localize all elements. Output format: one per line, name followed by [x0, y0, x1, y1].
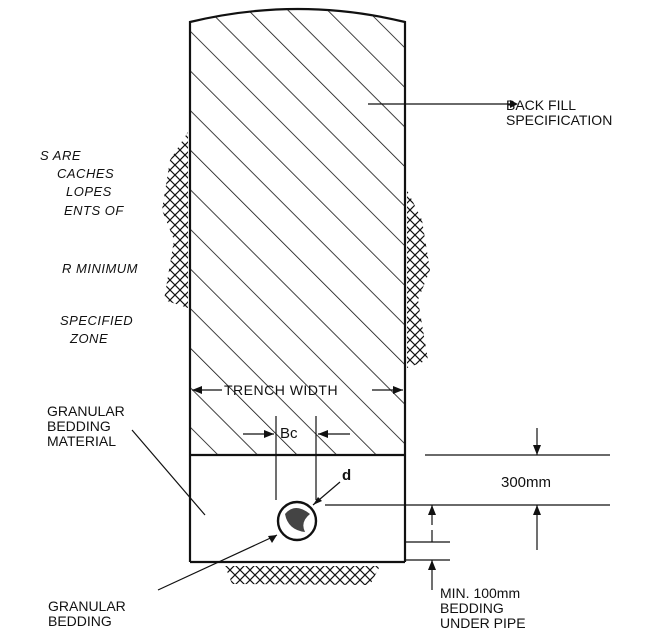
backfill-zone	[188, 7, 407, 455]
granular-bedding-material-label: GRANULAR BEDDING MATERIAL	[47, 403, 125, 449]
trench-width-label: TRENCH WIDTH	[224, 382, 339, 398]
bc-dimension	[243, 416, 350, 500]
bc-label: Bc	[280, 425, 298, 442]
bedding-zone	[188, 453, 407, 564]
native-soil-hatching	[162, 132, 430, 585]
note-text-1: S ARE	[40, 148, 82, 163]
pipe	[276, 500, 318, 542]
depth-dimensions	[325, 428, 610, 590]
note-text-7: ZONE	[70, 331, 109, 346]
note-text-3: LOPES	[66, 184, 112, 199]
pipe-diameter-label: d	[342, 467, 352, 484]
backfill-spec-label: BACK FILL SPECIFICATION	[506, 97, 613, 128]
trench-width-dimension	[192, 386, 403, 394]
note-text-5: R MINIMUM	[62, 261, 138, 276]
granular-bedding-label: GRANULAR BEDDING	[48, 598, 126, 629]
note-text-2: CACHES	[57, 166, 115, 181]
leader-lines	[131, 100, 518, 591]
note-text-4: ENTS OF	[64, 203, 124, 218]
min-bedding-label: MIN. 100mm BEDDING UNDER PIPE	[440, 585, 526, 631]
depth-300mm-label: 300mm	[501, 474, 552, 491]
note-text-6: SPECIFIED	[60, 313, 134, 328]
